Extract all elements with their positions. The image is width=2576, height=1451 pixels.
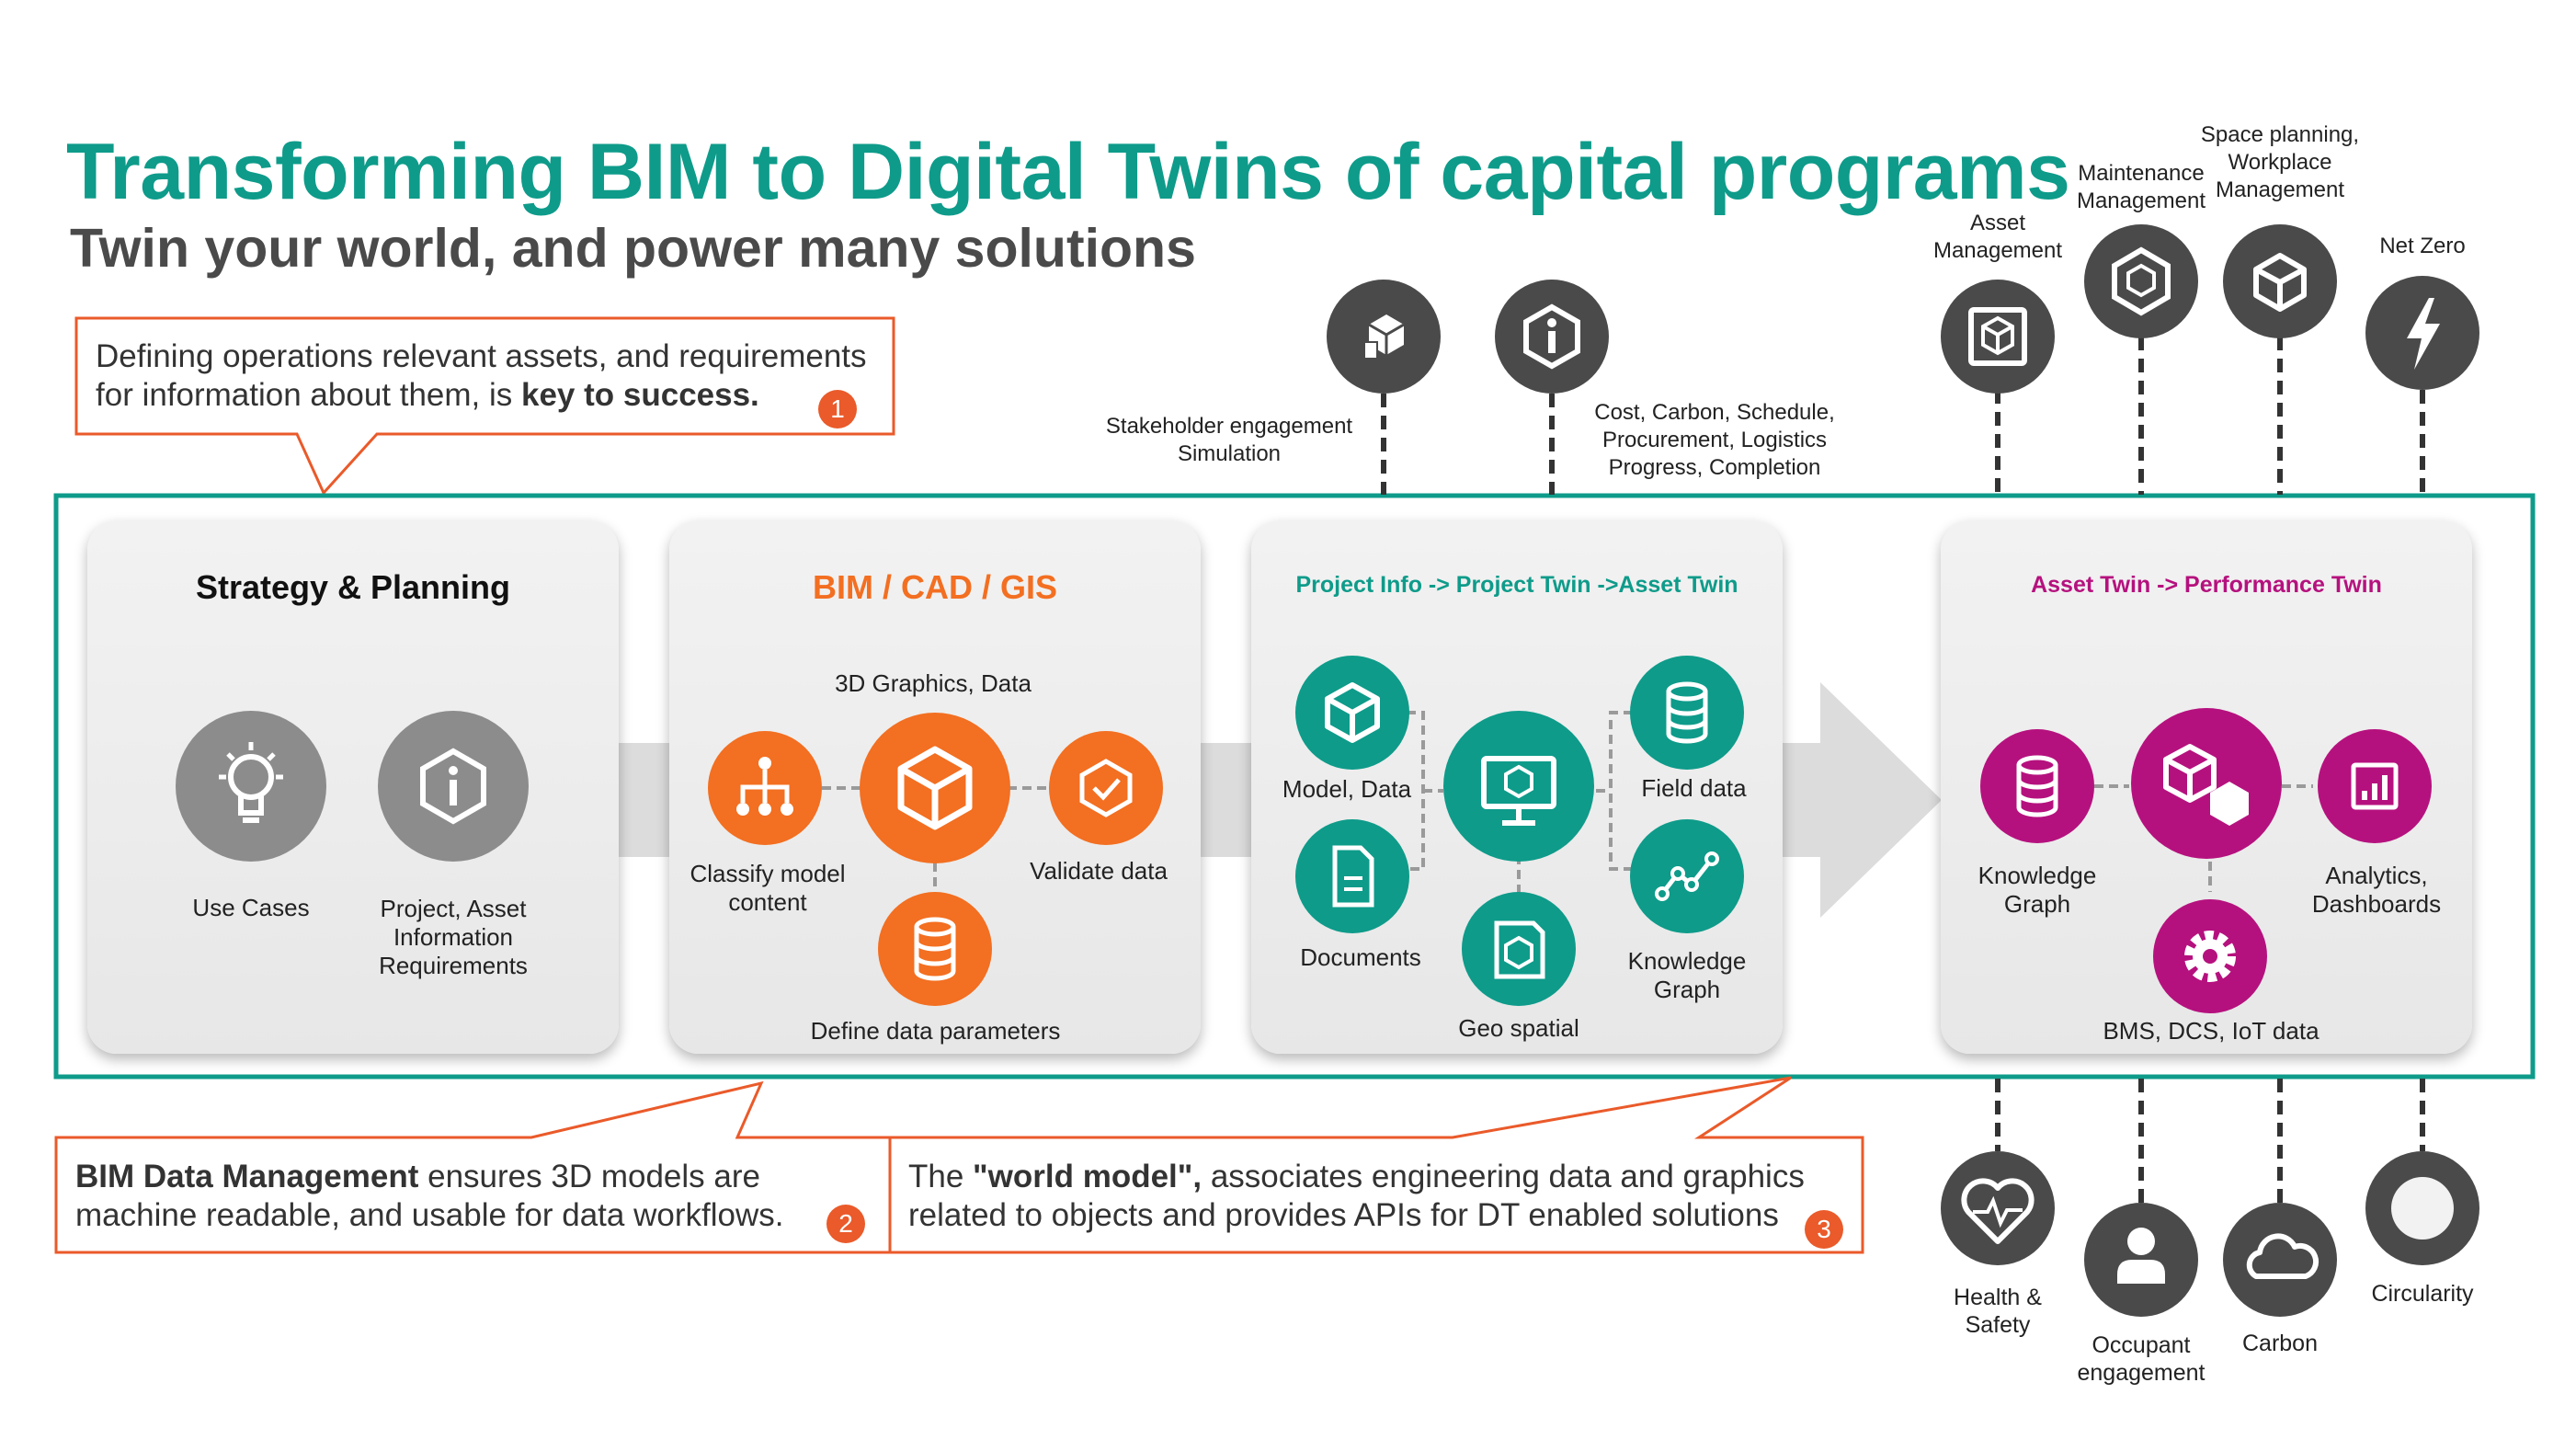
label-net-zero: Net Zero (2379, 234, 2466, 258)
chart-icon (2318, 729, 2432, 843)
label-cost-carbon-schedule: Cost, Carbon, Schedule, Procurement, Log… (1594, 400, 1835, 480)
label-geo-spatial: Geo spatial (1458, 1014, 1579, 1042)
lightning-icon (2365, 276, 2479, 390)
callout-text-1: Defining operations relevant assets, and… (96, 338, 867, 413)
label-documents: Documents (1300, 943, 1421, 971)
document-icon (1295, 819, 1409, 933)
cloud-icon (2223, 1203, 2337, 1317)
callout-text-2: BIM Data Management ensures 3D models ar… (75, 1159, 784, 1233)
label-circularity: Circularity (2371, 1281, 2474, 1307)
shield-check-icon (1049, 731, 1163, 845)
label-project-asset-info-req: Project, Asset Information Requirements (379, 895, 528, 979)
callout-box-1 (74, 316, 895, 496)
label-knowledge-graph-asset: Knowledge Graph (1978, 862, 2097, 918)
page-title: Transforming BIM to Digital Twins of cap… (66, 128, 2070, 216)
database-icon (1980, 729, 2094, 843)
callout-box-2 (54, 1080, 895, 1254)
cube-server-icon (1327, 280, 1441, 394)
callout-box-3 (888, 1076, 1864, 1254)
card-title: BIM / CAD / GIS (812, 568, 1057, 606)
lightbulb-icon (176, 711, 326, 862)
main-frame (53, 493, 2536, 1080)
cubes-icon (2131, 708, 2282, 859)
label-occupant-engagement: Occupant engagement (2077, 1332, 2206, 1386)
cube-icon (2223, 224, 2337, 338)
label-field-data: Field data (1641, 774, 1747, 802)
info-icon (378, 711, 529, 862)
page-subtitle: Twin your world, and power many solution… (70, 218, 1196, 279)
label-stakeholder-engagement: Stakeholder engagement Simulation (1105, 414, 1353, 466)
database-icon (1630, 656, 1744, 770)
label-analytics-dashboards: Analytics, Dashboards (2311, 862, 2442, 918)
label-asset-management: Asset Management (1932, 211, 2063, 263)
database-icon (878, 892, 992, 1006)
label-bms-dcs-iot: BMS, DCS, IoT data (2103, 1017, 2320, 1045)
label-3d-graphics-data: 3D Graphics, Data (835, 669, 1032, 697)
label-validate-data: Validate data (1030, 857, 1168, 885)
card-title: Project Info -> Project Twin ->Asset Twi… (1295, 572, 1738, 598)
graph-icon (1630, 819, 1744, 933)
label-use-cases: Use Cases (192, 894, 310, 921)
label-define-data-params: Define data parameters (810, 1017, 1061, 1045)
label-knowledge-graph: Knowledge Graph (1627, 947, 1747, 1003)
gear-icon (2153, 899, 2267, 1013)
monitor-cube-icon (1443, 711, 1594, 862)
card-title: Asset Twin -> Performance Twin (2031, 572, 2382, 598)
label-health-safety: Health & Safety (1954, 1285, 2042, 1338)
callout-text-3: The "world model", associates engineerin… (908, 1159, 1805, 1233)
cube-icon (860, 713, 1010, 863)
flow-arrow (1820, 682, 1942, 918)
callout-number-2: 2 (826, 1205, 865, 1243)
hex-cube-icon (2084, 224, 2198, 338)
heart-pulse-icon (1941, 1151, 2055, 1265)
label-space-planning: Space planning, Workplace Management (2200, 122, 2360, 202)
label-model-data: Model, Data (1282, 775, 1412, 803)
cube-icon (1295, 656, 1409, 770)
label-maintenance-management: Maintenance Management (2076, 161, 2206, 213)
circle-icon (2365, 1151, 2479, 1265)
hierarchy-icon (708, 731, 822, 845)
cube-box-icon (1941, 280, 2055, 394)
map-cube-icon (1462, 892, 1576, 1006)
card-title: Strategy & Planning (195, 568, 511, 606)
callout-number-1: 1 (818, 390, 857, 428)
label-classify-model: Classify model content (690, 860, 846, 916)
info-icon (1495, 280, 1609, 394)
person-icon (2084, 1203, 2198, 1317)
label-carbon: Carbon (2242, 1331, 2318, 1356)
callout-number-3: 3 (1805, 1210, 1843, 1249)
